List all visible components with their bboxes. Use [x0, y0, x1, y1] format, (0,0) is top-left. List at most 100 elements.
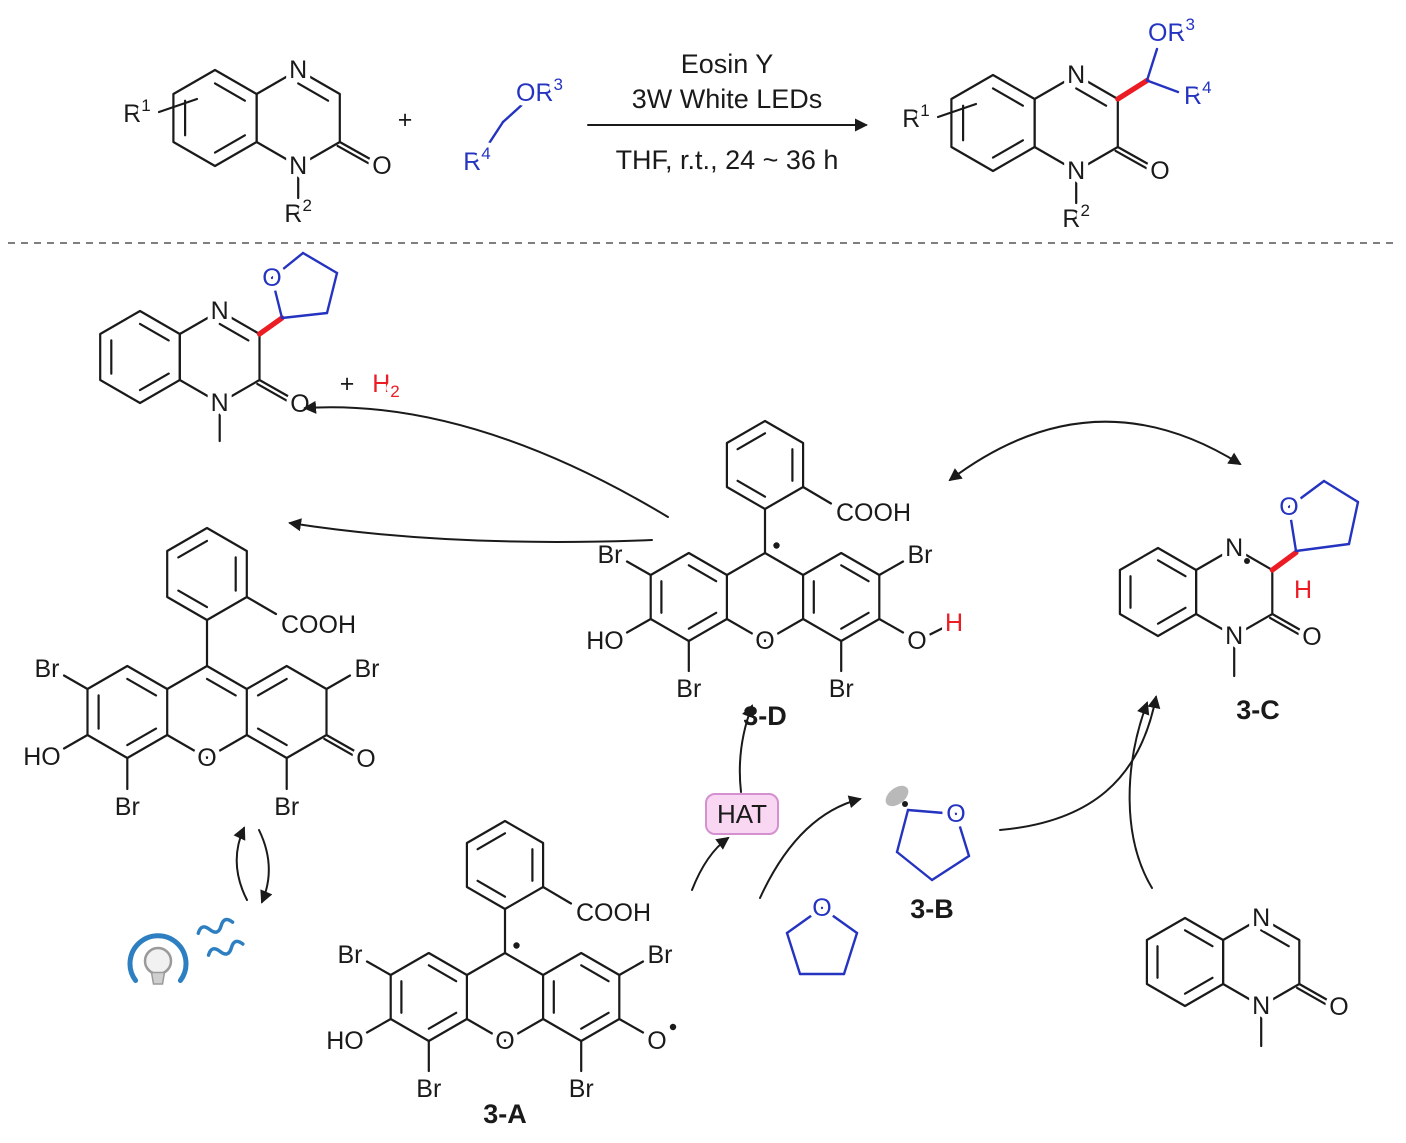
cycle-arrows [288, 400, 1242, 899]
new-cc-bond-red [1115, 77, 1150, 102]
reactant-quinoxalinone: N N O R1 R2 [118, 51, 396, 233]
condition-catalyst: Eosin Y [681, 49, 774, 79]
ho-label: HO [586, 627, 624, 655]
species-3a-label: 3-A [483, 1099, 527, 1129]
r4-label: R4 [463, 144, 491, 177]
br-label: Br [598, 541, 623, 569]
br-label: Br [338, 941, 363, 969]
r1-label: R1 [123, 96, 151, 129]
br-label: Br [908, 541, 933, 569]
n4-label: N [1252, 904, 1270, 932]
plus-sign: + [398, 106, 413, 134]
new-cc-bond-red [256, 315, 285, 337]
carbonyl-o-label: O [1329, 993, 1348, 1021]
species-3d-structure: COOH Br HO Br Br Br O O H 3-D [581, 419, 968, 731]
cycle-product-structure: O N N O + H2 [99, 251, 405, 443]
cooh-label: COOH [281, 611, 356, 639]
eosin-y-structure: COOH Br HO Br Br Br O O [18, 526, 385, 826]
br-label: Br [115, 793, 140, 821]
n4-label: N [1067, 61, 1085, 89]
n1-label: N [1252, 992, 1270, 1020]
phenolate-o-label: O [647, 1027, 666, 1055]
h2-byproduct-label: H2 [372, 370, 400, 401]
radical-orbital [885, 785, 909, 807]
n1-label: N [1225, 622, 1243, 650]
hat-label: HAT [717, 799, 767, 829]
r2-label: R2 [1062, 201, 1090, 234]
n-radical-label: N [1225, 534, 1243, 562]
thf-o-label: O [812, 894, 831, 922]
r1-label: R1 [902, 101, 930, 134]
carbonyl-o-label: O [372, 152, 391, 180]
thf-o-label: O [1279, 493, 1298, 521]
hat-badge: HAT [705, 793, 779, 835]
species-3c-structure: O N N O H 3-C [1118, 479, 1360, 725]
quinoxalinone-substrate: N N O [1145, 899, 1354, 1048]
thf-o-label: O [262, 264, 281, 292]
new-cc-bond-red [1269, 549, 1299, 573]
lightbulb-icon [127, 933, 189, 985]
ether-fragment: OR3 R4 [458, 70, 568, 182]
condition-light: 3W White LEDs [632, 84, 823, 114]
arrow-3b-to-3c [999, 695, 1161, 831]
br-label: Br [648, 941, 673, 969]
xanthene-o-label: O [755, 627, 774, 655]
arrow-hat-to-3d [738, 704, 755, 793]
phenol-o-label: O [907, 627, 926, 655]
arrow-thf-to-3b [759, 795, 862, 899]
oxygen-radical-dot [669, 1023, 677, 1031]
ketone-o-label: O [356, 745, 375, 773]
carbon-radical-dot [902, 801, 908, 807]
arrow-3d-to-product [303, 400, 669, 518]
br-label: Br [416, 1075, 441, 1103]
ho-label: HO [326, 1027, 364, 1055]
arrow-into-hat [691, 836, 730, 891]
r4-label: R4 [1184, 78, 1212, 111]
n-radical-dot [1244, 558, 1250, 564]
n4-label: N [211, 297, 229, 325]
equilibrium-arrows [233, 826, 273, 904]
or3-label: OR3 [1148, 15, 1195, 48]
xanthene-o-label: O [495, 1027, 514, 1055]
carbonyl-o-label: O [1150, 157, 1169, 185]
carbonyl-o-label: O [290, 390, 309, 418]
meso-radical-dot [773, 542, 780, 549]
cooh-label: COOH [836, 499, 911, 527]
n1-label: N [211, 389, 229, 417]
arrow-3d-to-eosin [288, 518, 653, 543]
carbonyl-o-label: O [1302, 623, 1321, 651]
arrow-3d-3c-exchange [948, 420, 1242, 482]
species-3b-structure: O 3-B [885, 785, 971, 924]
species-3a-structure: COOH Br HO Br Br Br O O 3-A [321, 819, 678, 1129]
light-squiggles [196, 917, 245, 957]
top-reaction-scheme: N N O R1 R2 + OR3 R4 Eosin Y 3W White LE… [118, 10, 1216, 239]
catalytic-cycle: O N N O + H2 [18, 251, 1360, 1129]
product-quinoxalinone: N N O R1 R2 OR3 R4 [897, 10, 1216, 239]
n1-label: N [1067, 157, 1085, 185]
meso-radical-dot [513, 942, 520, 949]
br-label: Br [274, 793, 299, 821]
thf-ring: O [1274, 479, 1360, 553]
xanthene-o-label: O [197, 744, 216, 772]
br-label: Br [829, 675, 854, 703]
plus-sign: + [340, 370, 355, 398]
cooh-label: COOH [576, 899, 651, 927]
or3-label: OR3 [516, 75, 563, 108]
transferred-h-label: H [945, 609, 963, 637]
free-thf-structure: O [785, 889, 859, 976]
species-3b-label: 3-B [910, 894, 954, 924]
arrow-substrate-to-3c [1128, 701, 1153, 889]
alpha-h-label: H [1294, 576, 1312, 604]
condition-solvent: THF, r.t., 24 ~ 36 h [616, 145, 839, 175]
species-3c-label: 3-C [1236, 695, 1280, 725]
thf-o-label: O [946, 800, 965, 828]
species-3d-label: 3-D [743, 701, 787, 731]
br-label: Br [35, 655, 60, 683]
reaction-arrow-group: Eosin Y 3W White LEDs THF, r.t., 24 ~ 36… [587, 49, 868, 175]
thf-ring: O [257, 251, 339, 320]
br-label: Br [355, 655, 380, 683]
n1-label: N [289, 152, 307, 180]
ho-label: HO [23, 743, 61, 771]
